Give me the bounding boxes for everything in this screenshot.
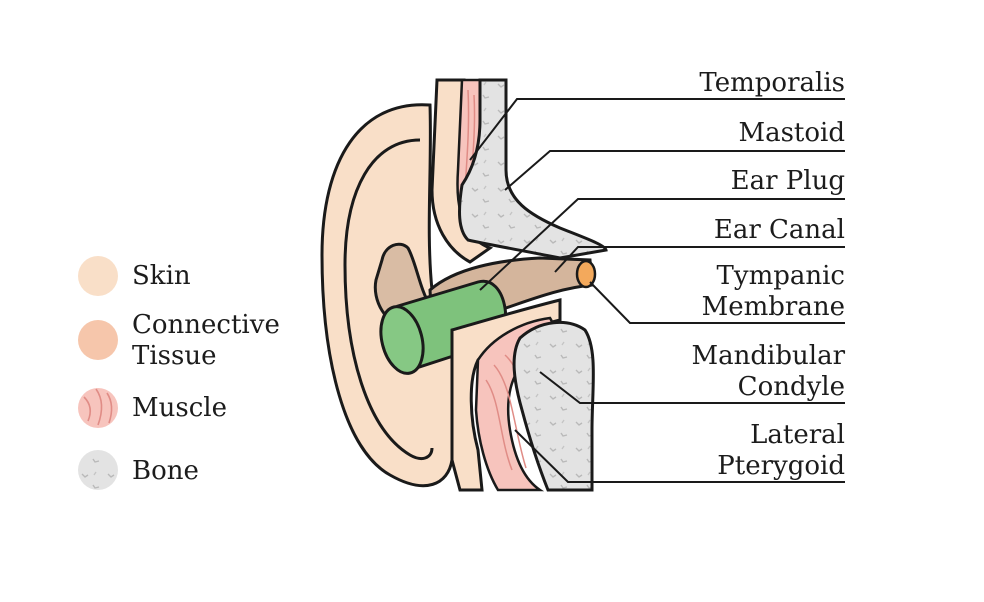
legend-swatches xyxy=(78,256,118,490)
pinna-inner-fold xyxy=(343,138,434,460)
legend-swatch-bone xyxy=(78,450,118,490)
callout-line-mandibular-condyle xyxy=(539,371,845,404)
mandibular-condyle xyxy=(512,320,595,492)
mastoid xyxy=(458,78,608,260)
callout-line-mastoid xyxy=(504,150,845,191)
callout-line-tympanic-membrane xyxy=(589,281,845,324)
callout-label-lateral-line1: Lateral xyxy=(750,420,845,450)
legend-label-connective-tissue-line2: Tissue xyxy=(132,341,217,371)
legend-label-skin: Skin xyxy=(132,261,191,291)
lateral-pterygoid xyxy=(474,316,555,492)
callout-label-temporalis: Temporalis xyxy=(699,68,845,98)
legend-label-muscle: Muscle xyxy=(132,393,227,423)
legend-label-bone: Bone xyxy=(132,456,199,486)
callout-label-mastoid: Mastoid xyxy=(738,118,845,148)
callout-label-ear-canal: Ear Canal xyxy=(713,215,845,245)
callout-label-tympanic-line1: Tympanic xyxy=(716,261,845,291)
legend-swatch-muscle xyxy=(78,388,118,428)
legend-swatch-connective-tissue xyxy=(78,320,118,360)
ear-plug-end xyxy=(379,305,425,375)
callout-label-lateral-line2: Pterygoid xyxy=(717,451,845,481)
tympanic-membrane xyxy=(575,259,597,289)
callout-label-mandibular-line2: Condyle xyxy=(737,372,845,402)
legend-label-connective-tissue-line1: Connective xyxy=(132,310,280,340)
callout-line-temporalis xyxy=(469,98,845,161)
callout-lines xyxy=(469,98,845,483)
callout-line-lateral-pterygoid xyxy=(514,429,845,483)
callout-label-ear-plug: Ear Plug xyxy=(730,166,845,196)
legend-swatch-skin xyxy=(78,256,118,296)
callout-label-tympanic-line2: Membrane xyxy=(701,292,845,322)
callout-line-ear-plug xyxy=(479,198,845,291)
callout-label-mandibular-line1: Mandibular xyxy=(691,341,845,371)
callout-line-ear-canal xyxy=(554,246,845,273)
